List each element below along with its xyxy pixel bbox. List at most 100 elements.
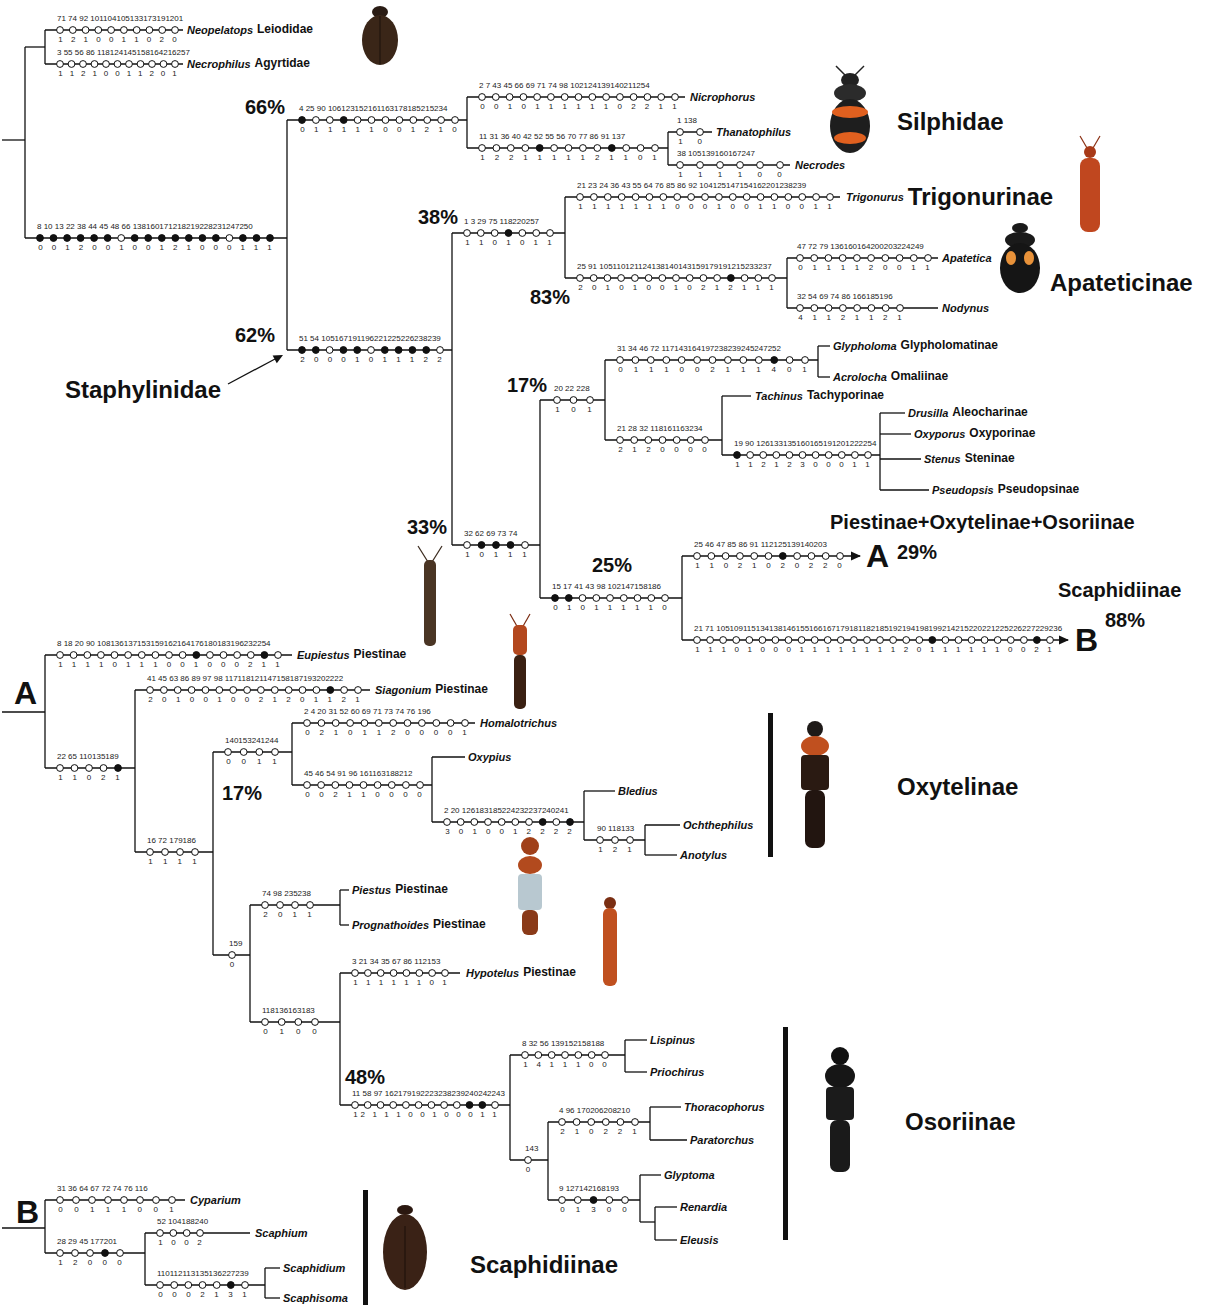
character-circle <box>441 1102 448 1109</box>
character-numbers: 3 55 56 86 118124145158164216257 <box>57 48 190 58</box>
character-circle <box>702 194 709 201</box>
tree-branch <box>583 791 584 840</box>
character-circle <box>444 819 451 826</box>
taxon-name: Paratorchus <box>690 1134 754 1147</box>
character-circle <box>261 652 268 659</box>
character-circle <box>743 194 750 201</box>
tree-branch <box>818 376 830 377</box>
character-circle <box>686 275 693 282</box>
support-value: 17% <box>507 374 547 397</box>
pointer-line <box>228 359 275 384</box>
taxon-name: Scaphium <box>255 1227 308 1240</box>
tree-branch <box>584 790 615 791</box>
character-circle <box>852 452 859 459</box>
tree-branch <box>879 413 880 490</box>
character-circle <box>617 1119 624 1126</box>
character-numbers: 8 10 13 22 38 44 45 48 66 13816017121821… <box>37 222 253 232</box>
character-circle <box>360 782 367 789</box>
character-numbers: 47 72 79 136160164200203224249 <box>797 242 924 252</box>
character-circle <box>57 1197 64 1204</box>
character-circle <box>606 1197 613 1204</box>
character-numbers: 45 46 54 91 96 161163188212 <box>304 769 412 779</box>
tree-branch <box>721 396 722 455</box>
taxon-group: Pseudopsinae <box>998 483 1079 497</box>
beetle-illustration <box>825 1047 855 1172</box>
character-circle <box>197 1230 204 1237</box>
clade-name: Osoriinae <box>905 1108 1016 1136</box>
character-circle <box>597 837 604 844</box>
character-circle <box>278 1019 285 1026</box>
character-circle <box>647 357 654 364</box>
character-circle <box>567 819 574 826</box>
character-circle <box>179 652 186 659</box>
character-circle <box>354 347 361 354</box>
character-numbers: 21 23 24 36 43 55 64 76 85 86 92 1041251… <box>577 181 806 191</box>
taxon-name: Homalotrichus <box>480 717 557 730</box>
character-numbers: 110112113135136227239 <box>157 1269 249 1279</box>
beetle-illustration <box>383 1205 427 1290</box>
character-circle <box>1047 637 1054 644</box>
character-circle <box>478 542 485 549</box>
character-circle <box>82 27 89 34</box>
character-circle <box>247 652 254 659</box>
taxon-name: Renardia <box>680 1201 727 1214</box>
character-circle <box>131 235 138 242</box>
character-circle <box>98 652 105 659</box>
character-states: 1 1 1 0 1 0 0 0 1 1 1 1 1 1 1 1 2 0 1 1 … <box>695 645 1055 655</box>
character-circle <box>737 553 744 560</box>
tree-branch <box>264 1268 265 1298</box>
character-circle <box>840 305 847 312</box>
character-circle <box>86 765 93 772</box>
character-numbers: 74 98 235238 <box>262 889 311 899</box>
clade-name: Scaphidiinae <box>470 1251 618 1279</box>
character-circle <box>916 637 923 644</box>
character-circle <box>365 970 372 977</box>
character-circle <box>95 27 102 34</box>
beetle-illustration <box>1000 223 1040 293</box>
character-states: 1 2 2 1 1 1 1 1 2 1 1 0 1 <box>480 153 660 163</box>
character-circle <box>159 27 166 34</box>
character-circle <box>825 255 832 262</box>
taxon-group: Piestinae <box>523 966 576 980</box>
character-circle <box>185 1282 192 1289</box>
character-circle <box>507 542 514 549</box>
character-circle <box>631 437 638 444</box>
character-circle <box>577 194 584 201</box>
character-circle <box>632 1119 639 1126</box>
tree-branch <box>432 821 584 822</box>
character-circle <box>824 637 831 644</box>
character-circle <box>318 720 325 727</box>
character-circle <box>419 720 426 727</box>
character-circle <box>747 452 754 459</box>
character-circle <box>117 1250 124 1257</box>
character-circle <box>340 117 347 124</box>
taxon-name: Stenus <box>924 453 961 466</box>
taxon-name: Priochirus <box>650 1066 704 1079</box>
character-numbers: 41 45 63 86 89 97 98 1171181211471581871… <box>147 674 343 684</box>
character-circle <box>275 652 282 659</box>
character-circle <box>126 61 133 68</box>
clade-name: Oxytelinae <box>897 773 1018 801</box>
character-numbers: 2 4 20 31 52 60 69 71 73 74 76 196 <box>304 707 431 717</box>
character-circle <box>802 357 809 364</box>
taxon-name: Ochthephilus <box>683 819 753 832</box>
character-circle <box>632 275 639 282</box>
character-circle <box>573 1119 580 1126</box>
character-states: 0 0 2 1 1 0 0 0 0 <box>305 790 425 800</box>
character-circle <box>617 94 624 101</box>
clade-bar <box>363 1190 368 1305</box>
character-circle <box>115 765 122 772</box>
character-circle <box>382 117 389 124</box>
character-circle <box>111 652 118 659</box>
character-circle <box>648 595 655 602</box>
taxon-group: Piestinae <box>395 883 448 897</box>
taxon-name: Eleusis <box>680 1234 719 1247</box>
character-states: 1 1 1 1 1 1 0 1 <box>353 978 449 988</box>
character-circle <box>70 652 77 659</box>
character-circle <box>152 652 159 659</box>
character-circle <box>277 902 284 909</box>
character-circle <box>608 145 615 152</box>
character-circle <box>561 94 568 101</box>
tree-branch <box>639 1175 640 1222</box>
character-circle <box>808 553 815 560</box>
